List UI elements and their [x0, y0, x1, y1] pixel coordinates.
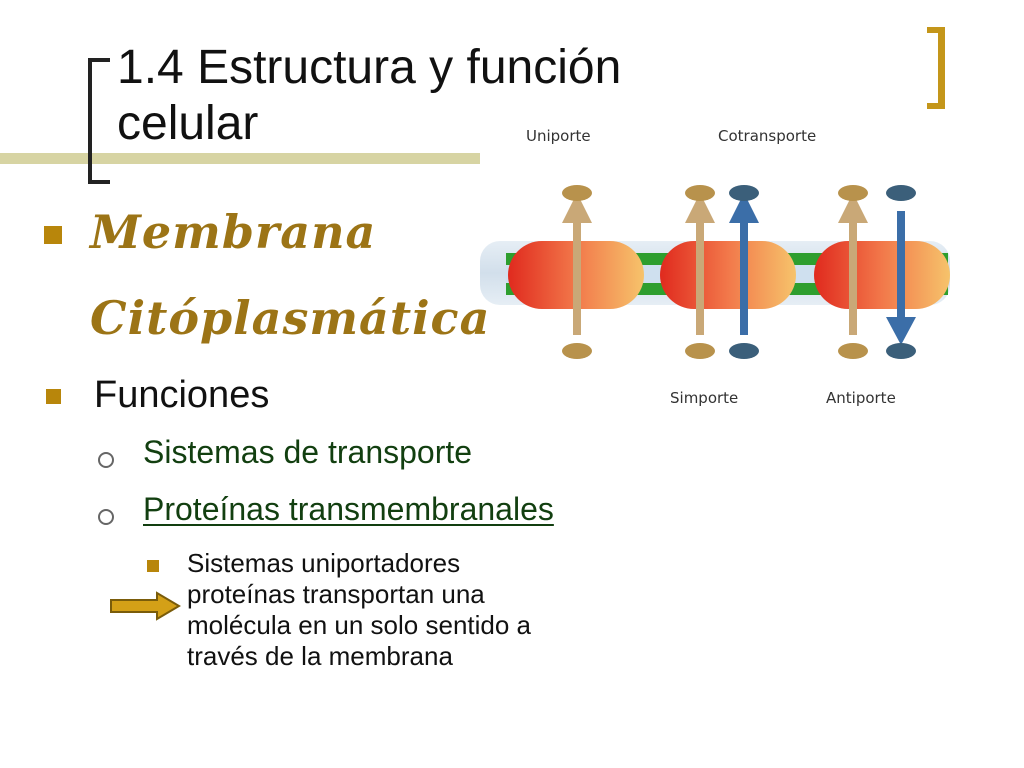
label-cotransporte: Cotransporte [718, 127, 816, 145]
molecule-tan [685, 185, 715, 201]
level1-item: Funciones [94, 374, 270, 416]
simporte-tan-arrow [685, 193, 715, 335]
heading-line1: Membrana [90, 205, 377, 259]
level3-line: molécula en un solo sentido a [187, 610, 532, 640]
transport-diagram: Uniporte Cotransporte Simporte Antiporte [480, 127, 950, 407]
level2-item-proteins[interactable]: Proteínas transmembranales [143, 491, 554, 527]
left-bracket-decoration [88, 58, 110, 184]
molecule-tan [838, 343, 868, 359]
heading-line2: Citóplasmática [90, 291, 491, 345]
slide-title-line2: celular [117, 97, 259, 150]
level2-ring-icon [98, 452, 114, 468]
level3-paragraph: Sistemas uniportadores proteínas transpo… [187, 548, 657, 672]
molecule-blue [886, 343, 916, 359]
level3-line: través de la membrana [187, 641, 453, 671]
level3-bullet-icon [147, 560, 159, 572]
level3-line: proteínas transportan una [187, 579, 485, 609]
protein-antiporte [814, 241, 950, 309]
molecule-tan [562, 343, 592, 359]
molecule-blue [886, 185, 916, 201]
molecule-tan [685, 343, 715, 359]
level2-item-transport: Sistemas de transporte [143, 434, 473, 470]
protein-simporte [660, 241, 796, 309]
right-bracket-decoration [927, 27, 945, 109]
slide-title-line1: 1.4 Estructura y función [117, 41, 622, 94]
label-uniporte: Uniporte [526, 127, 591, 145]
molecule-tan [562, 185, 592, 201]
molecule-blue [729, 343, 759, 359]
antiporte-tan-arrow [838, 193, 868, 335]
molecule-tan [838, 185, 868, 201]
label-simporte: Simporte [670, 389, 738, 407]
level3-line: Sistemas uniportadores [187, 548, 461, 578]
simporte-blue-arrow [729, 193, 759, 335]
antiporte-blue-arrow [886, 211, 916, 345]
label-antiporte: Antiporte [826, 389, 896, 407]
level1-bullet-icon [46, 389, 61, 404]
heading-bullet-icon [44, 226, 62, 244]
pointer-arrow-icon [110, 591, 181, 621]
molecule-blue [729, 185, 759, 201]
uniporte-arrow [562, 193, 592, 335]
slide-title: 1.4 Estructura y función celular [117, 40, 757, 152]
title-accent-bar [0, 153, 480, 164]
level2-ring-icon [98, 509, 114, 525]
